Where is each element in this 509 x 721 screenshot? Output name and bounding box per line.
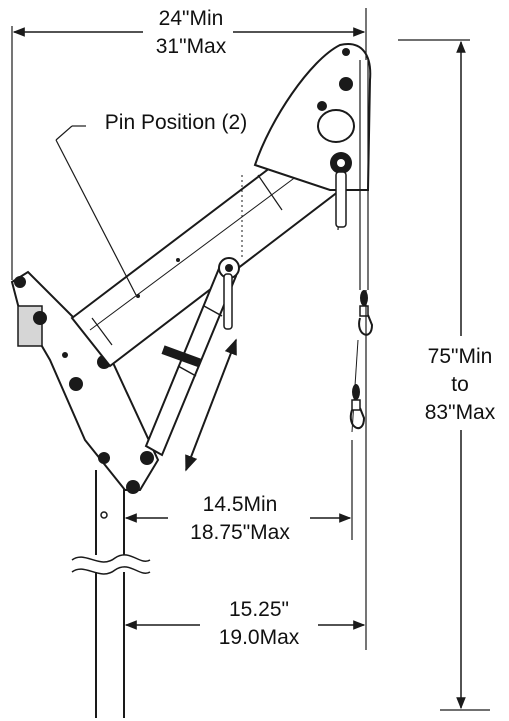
reach-max-label: 18.75"Max xyxy=(190,521,290,544)
travel-arrow xyxy=(185,338,237,472)
pin-position-leader xyxy=(55,125,137,296)
height-to-label: to xyxy=(451,373,469,396)
reach-min-label: 14.5Min xyxy=(202,493,278,516)
pin-position-label: Pin Position (2) xyxy=(104,111,248,134)
height-min-label: 75"Min xyxy=(427,345,493,368)
boom-head xyxy=(253,43,372,191)
dimension-base xyxy=(124,290,367,650)
width-max-label: 31"Max xyxy=(155,35,227,58)
dimension-height xyxy=(398,39,490,711)
height-max-label: 83"Max xyxy=(424,401,496,424)
mast xyxy=(71,470,151,718)
dimension-reach xyxy=(124,440,353,540)
base-max-label: 19.0Max xyxy=(218,626,300,649)
snap-hook-lower xyxy=(349,384,366,430)
base-min-label: 15.25" xyxy=(228,598,289,621)
width-min-label: 24"Min xyxy=(158,7,224,30)
base-plate xyxy=(10,270,160,494)
dimension-width xyxy=(11,8,367,280)
